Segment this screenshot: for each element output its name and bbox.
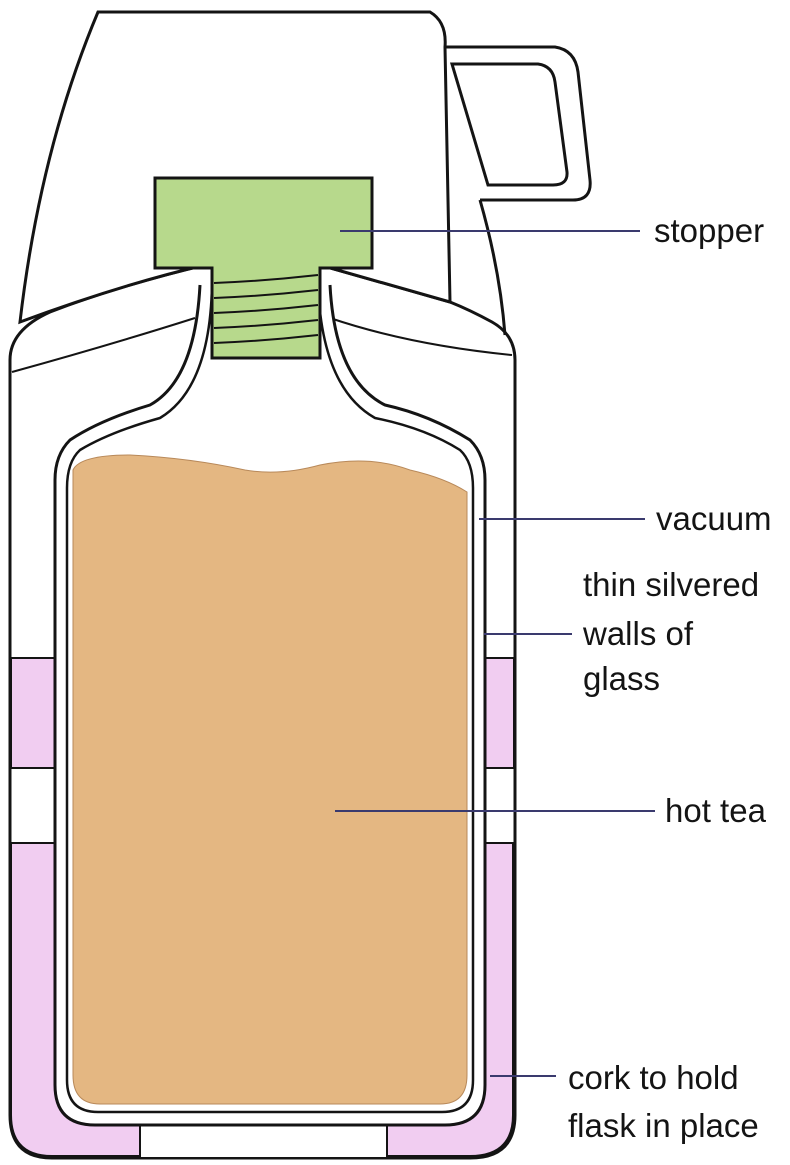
label-walls-line1: thin silvered [583, 566, 759, 603]
label-hot-tea: hot tea [665, 792, 767, 829]
flask-cap-side [480, 200, 505, 335]
label-walls-line2: walls of [582, 615, 694, 652]
hot-tea [73, 455, 467, 1104]
label-stopper: stopper [654, 212, 764, 249]
label-vacuum: vacuum [656, 500, 772, 537]
label-cork-line2: flask in place [568, 1107, 759, 1144]
flask-handle-inner [452, 64, 567, 185]
label-walls-line3: glass [583, 660, 660, 697]
label-cork-line1: cork to hold [568, 1059, 739, 1096]
